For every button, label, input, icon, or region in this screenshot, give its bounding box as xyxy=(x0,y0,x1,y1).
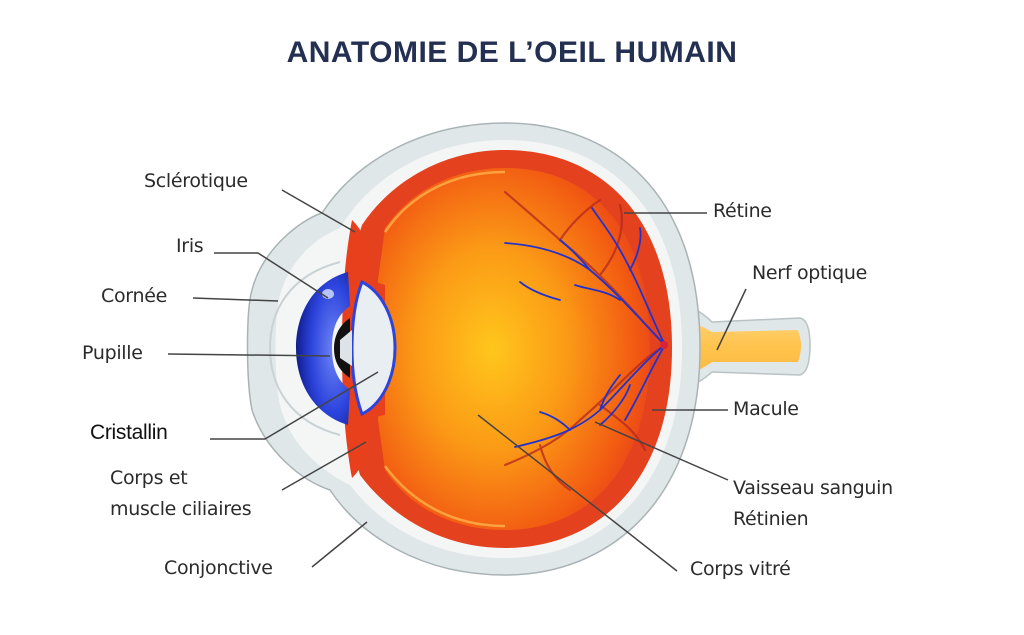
label-cornee: Cornée xyxy=(101,285,167,307)
label-sclerotique: Sclérotique xyxy=(144,170,248,192)
iris-shape xyxy=(296,272,350,425)
label-retine: Rétine xyxy=(713,200,772,222)
leader-lines xyxy=(167,189,747,572)
retinal-vessels xyxy=(503,190,668,492)
label-vaisseau-line2: Rétinien xyxy=(733,508,809,530)
label-corps-ciliaires-line1: Corps et xyxy=(110,467,188,489)
label-macule: Macule xyxy=(733,398,799,420)
label-conjonctive: Conjonctive xyxy=(164,557,273,579)
label-corps-vitre: Corps vitré xyxy=(690,558,791,580)
diagram-title: ANATOMIE DE L’OEIL HUMAIN xyxy=(286,36,738,69)
label-iris: Iris xyxy=(176,235,204,257)
label-vaisseau-line1: Vaisseau sanguin xyxy=(733,477,893,499)
label-corps-ciliaires-line2: muscle ciliaires xyxy=(110,498,252,520)
label-nerf-optique: Nerf optique xyxy=(752,262,868,284)
label-cristallin: Cristallin xyxy=(90,421,168,444)
label-pupille: Pupille xyxy=(82,342,143,364)
vitreous-body xyxy=(378,168,650,530)
